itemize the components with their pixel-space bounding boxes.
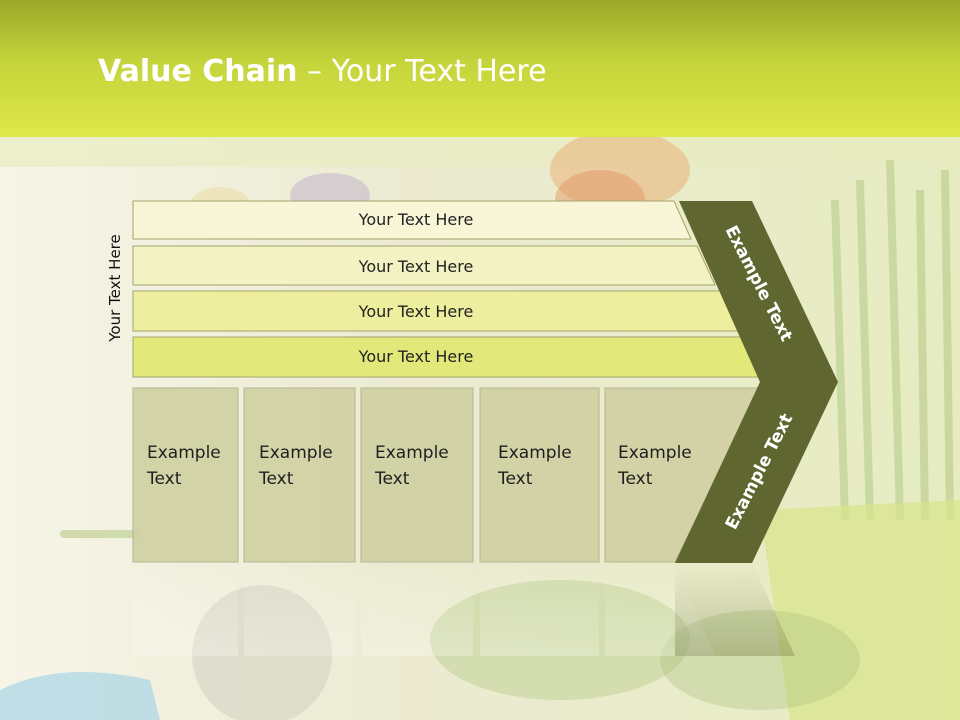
row-bar-2: Your Text Here [132,245,716,286]
row-label: Your Text Here [358,210,474,229]
page-title: Value Chain – Your Text Here [98,54,547,89]
column-box-3: Example Text [360,387,474,563]
column-box-shape [604,387,762,563]
column-box-5: Example Text [604,387,762,563]
column-label-line2: Text [617,469,653,489]
column-label-line2: Text [497,469,533,489]
column-label-line1: Example [618,443,692,463]
column-label-line2: Text [374,469,410,489]
row-bar-4: Your Text Here [132,336,763,378]
column-box-2: Example Text [243,387,356,563]
header-band [0,0,960,137]
reflection [133,563,795,656]
row-bar-shape [132,200,692,240]
column-label-line1: Example [147,443,221,463]
row-label: Your Text Here [358,347,474,366]
column-box-shape [243,387,356,563]
row-bar-shape [132,245,716,286]
row-label: Your Text Here [358,302,474,321]
column-label-line1: Example [375,443,449,463]
column-box-shape [132,387,239,563]
row-bar-3: Your Text Here [132,290,739,332]
column-label-line2: Text [258,469,294,489]
row-bar-1: Your Text Here [132,200,692,240]
column-box-4: Example Text [479,387,600,563]
chevron-arrow [675,201,838,563]
row-label: Your Text Here [358,257,474,276]
column-box-shape [360,387,474,563]
column-label-line1: Example [259,443,333,463]
column-label-line2: Text [146,469,182,489]
column-label-line1: Example [498,443,572,463]
column-box-shape [479,387,600,563]
column-box-1: Example Text [132,387,239,563]
